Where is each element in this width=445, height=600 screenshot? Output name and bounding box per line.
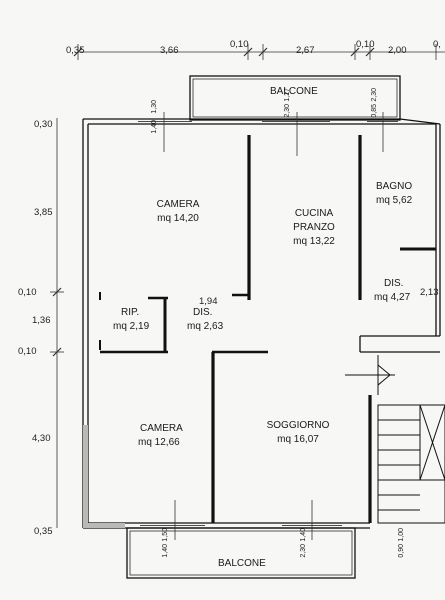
win-bot-1-b: 1,40 — [162, 544, 169, 558]
room-dis2-name: DIS. — [384, 278, 404, 289]
win-bot-1-a: 1,50 — [162, 528, 169, 542]
room-dis2-area: mq 4,27 — [374, 292, 411, 303]
room-camera-2-name: CAMERA — [140, 423, 183, 434]
win-bot-3-a: 1,00 — [398, 528, 405, 542]
dim-left-0: 0,30 — [34, 119, 53, 130]
room-soggiorno-name: SOGGIORNO — [266, 420, 330, 431]
entry-door-symbol — [345, 355, 395, 395]
dim-top-0: 0,35 — [66, 45, 85, 56]
room-dis1-name: DIS. — [193, 307, 213, 318]
win-top-2-b: 2,30 — [284, 104, 291, 118]
dim-top-1: 3,66 — [160, 45, 179, 56]
dim-top-4: 0,10 — [356, 39, 375, 50]
room-pranzo-name: PRANZO — [293, 222, 335, 233]
room-rip-name: RIP. — [121, 307, 140, 318]
balcony-top-label: BALCONE — [270, 86, 318, 97]
room-camera-2-area: mq 12,66 — [138, 437, 180, 448]
room-camera-1-area: mq 14,20 — [157, 213, 199, 224]
room-cucina-area: mq 13,22 — [293, 236, 335, 247]
window-axis-lines — [163, 112, 384, 540]
room-bagno-name: BAGNO — [376, 181, 413, 192]
wall-hatch-bottom — [83, 523, 125, 528]
dim-left-2: 0,10 — [18, 287, 37, 298]
interior-walls — [99, 135, 440, 523]
wall-hatch — [83, 425, 88, 528]
win-top-1-a: 1,30 — [151, 100, 158, 114]
dim-left-1: 3,85 — [34, 207, 53, 218]
win-top-1-b: 1,40 — [151, 120, 158, 134]
room-rip-area: mq 2,19 — [113, 321, 150, 332]
dim-left-3: 1,36 — [32, 315, 51, 326]
room-soggiorno-area: mq 16,07 — [277, 434, 319, 445]
dim-dis2-side: 2,13 — [420, 287, 439, 298]
win-bot-2-b: 2,30 — [300, 544, 307, 558]
top-balcony — [189, 75, 401, 121]
stairwell — [377, 404, 445, 524]
room-dis1-area: mq 2,63 — [187, 321, 224, 332]
room-bagno-area: mq 5,62 — [376, 195, 413, 206]
top-dimension-line — [73, 44, 445, 60]
win-top-2-a: 1,27 — [284, 88, 291, 102]
dim-left-5: 4,30 — [32, 433, 51, 444]
room-camera-1-name: CAMERA — [156, 199, 200, 210]
win-bot-3-b: 0,90 — [398, 544, 405, 558]
dim-top-2: 0,10 — [230, 39, 249, 50]
dim-top-3: 2,67 — [296, 45, 315, 56]
win-top-3-b: 2,30 — [371, 88, 378, 102]
room-cucina-name: CUCINA — [294, 208, 334, 219]
left-dimension-line — [50, 118, 64, 528]
dim-top-5: 2,00 — [388, 45, 407, 56]
dim-left-6: 0,35 — [34, 526, 53, 537]
dim-top-6: 0, — [433, 39, 441, 50]
win-top-3-a: 0,85 — [371, 104, 378, 118]
balcony-bottom-label: BALCONE — [218, 558, 266, 569]
win-bot-2-a: 1,40 — [300, 528, 307, 542]
dim-left-4: 0,10 — [18, 346, 37, 357]
dim-dis-width: 1,94 — [199, 296, 218, 307]
